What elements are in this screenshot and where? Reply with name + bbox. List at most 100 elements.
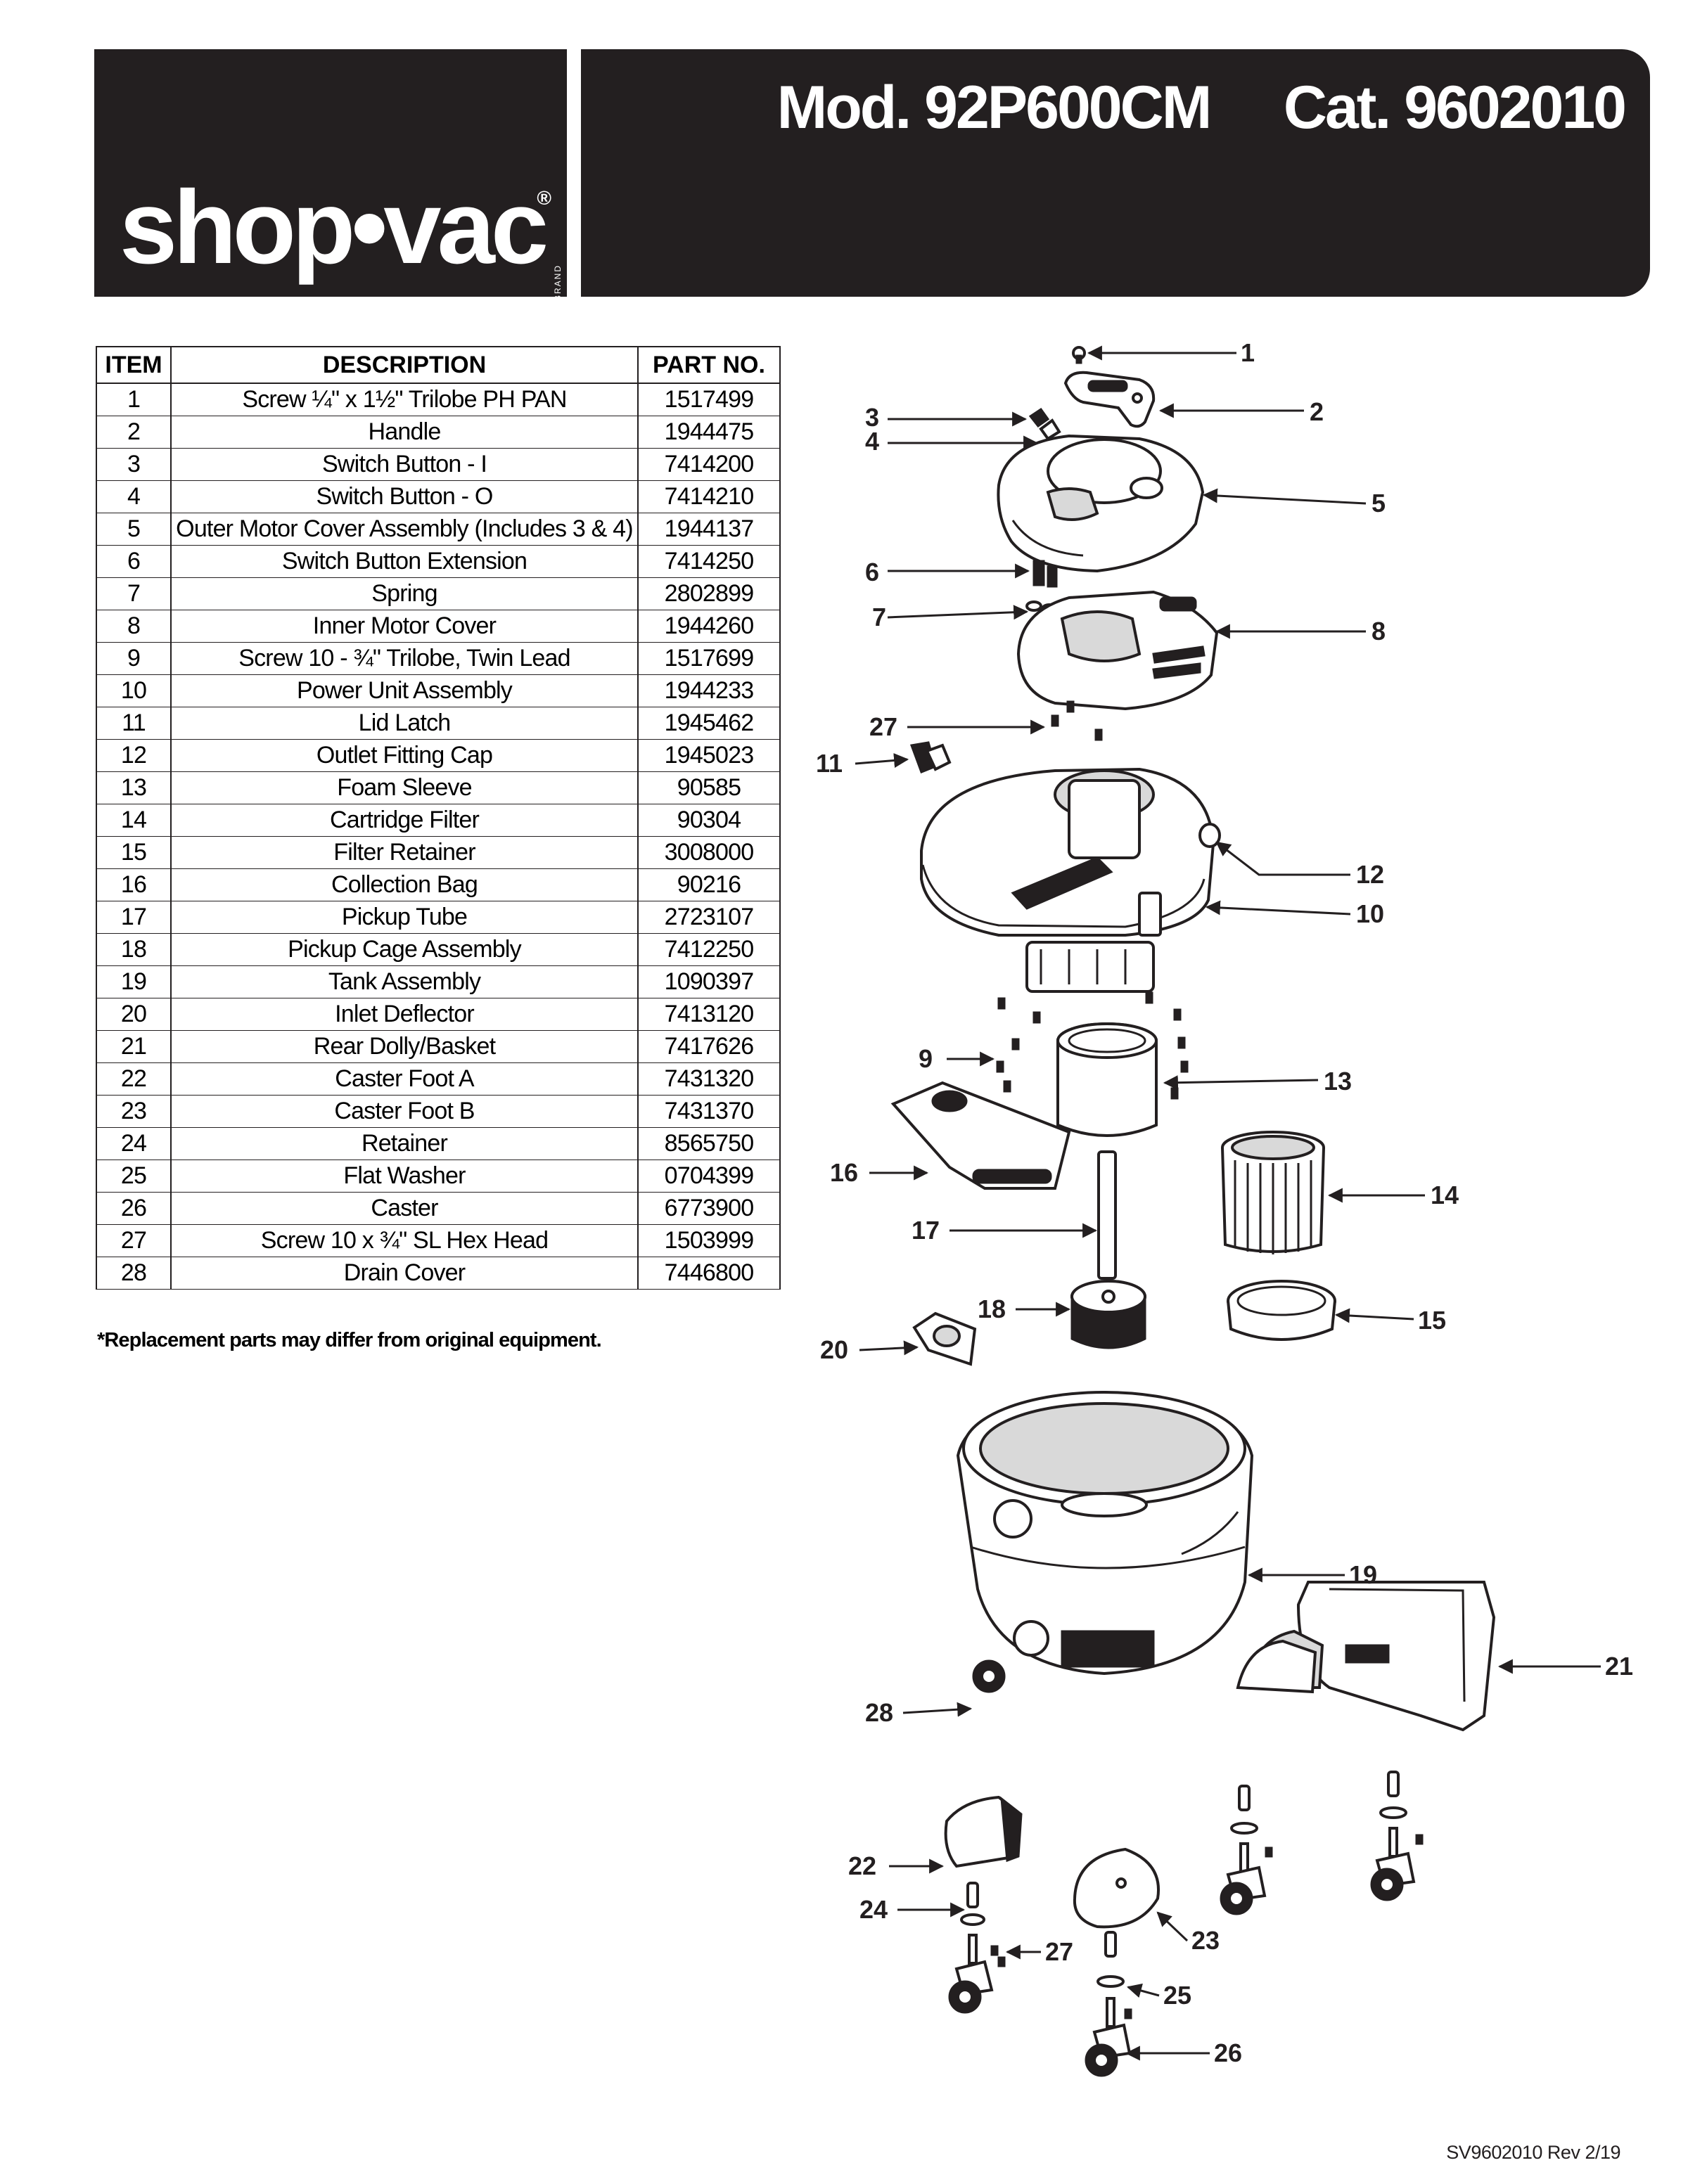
screws-9-drawing <box>996 991 1189 1100</box>
callout-11: 11 <box>816 749 843 778</box>
description-cell: Cartridge Filter <box>170 804 639 837</box>
callout-numbers: 1 2 3 4 5 6 7 8 27 11 12 10 9 13 16 14 1… <box>816 338 1633 2067</box>
callout-4: 4 <box>865 427 879 456</box>
callout-19: 19 <box>1349 1560 1377 1589</box>
caster-foot-b-drawing <box>1073 1847 1160 1929</box>
callout-10: 10 <box>1356 899 1384 928</box>
revision-code: SV9602010 Rev 2/19 <box>1446 2142 1620 2163</box>
callout-27-bottom: 27 <box>1045 1937 1073 1966</box>
callout-3: 3 <box>865 403 879 432</box>
description-cell: Filter Retainer <box>170 836 639 869</box>
screws-27-top-drawing <box>1051 700 1103 741</box>
callout-15: 15 <box>1418 1306 1446 1335</box>
part-number-cell: 1945023 <box>637 739 781 772</box>
pickup-cage-drawing <box>1070 1280 1146 1349</box>
item-cell: 6 <box>96 545 172 578</box>
item-cell: 10 <box>96 674 172 707</box>
callout-25: 25 <box>1163 1981 1191 2010</box>
column-header-part-no: PART NO. <box>637 346 781 384</box>
item-cell: 17 <box>96 901 172 934</box>
callout-1: 1 <box>1241 338 1255 367</box>
table-header-row: ITEM DESCRIPTION PART NO. <box>96 346 781 384</box>
item-cell: 9 <box>96 642 172 675</box>
item-cell: 11 <box>96 707 172 740</box>
item-cell: 5 <box>96 513 172 546</box>
registered-mark: ® <box>537 187 551 209</box>
inlet-deflector-drawing <box>912 1311 977 1366</box>
item-cell: 26 <box>96 1192 172 1225</box>
brand-logo: shop•vac ® BRAND <box>94 49 567 301</box>
item-cell: 25 <box>96 1160 172 1193</box>
item-cell: 14 <box>96 804 172 837</box>
callout-16: 16 <box>830 1158 858 1187</box>
model-catalog-title: Mod. 92P600CM Cat. 9602010 <box>776 74 1627 141</box>
callout-21: 21 <box>1605 1652 1633 1681</box>
switch-buttons-drawing <box>1028 407 1061 441</box>
part-number-cell: 7414200 <box>637 448 781 481</box>
item-cell: 21 <box>96 1030 172 1063</box>
callout-26: 26 <box>1214 2038 1242 2067</box>
callout-20: 20 <box>820 1335 848 1364</box>
part-number-cell: 1945462 <box>637 707 781 740</box>
item-cell: 4 <box>96 480 172 513</box>
callout-17: 17 <box>912 1216 940 1245</box>
description-cell: Switch Button - O <box>170 480 639 513</box>
description-cell: Switch Button - I <box>170 448 639 481</box>
part-number-cell: 1517499 <box>637 383 781 416</box>
description-cell: Retainer <box>170 1127 639 1160</box>
description-cell: Inlet Deflector <box>170 998 639 1031</box>
foam-sleeve-drawing <box>1056 1022 1158 1137</box>
brand-logo-text: shop•vac <box>119 169 549 285</box>
item-cell: 27 <box>96 1224 172 1257</box>
part-number-cell: 6773900 <box>637 1192 781 1225</box>
callout-5: 5 <box>1372 489 1386 518</box>
callout-14: 14 <box>1431 1181 1459 1209</box>
callout-27-top: 27 <box>869 712 897 741</box>
tank-drawing <box>956 1390 1254 1676</box>
part-number-cell: 7414250 <box>637 545 781 578</box>
description-cell: Outlet Fitting Cap <box>170 739 639 772</box>
callout-12: 12 <box>1356 860 1384 889</box>
item-cell: 7 <box>96 577 172 610</box>
rear-dolly-basket-drawing <box>1236 1581 1496 1732</box>
part-number-cell: 7413120 <box>637 998 781 1031</box>
callout-6: 6 <box>865 558 879 586</box>
item-cell: 15 <box>96 836 172 869</box>
part-number-cell: 0704399 <box>637 1160 781 1193</box>
part-number-cell: 7431370 <box>637 1095 781 1128</box>
part-number-cell: 2802899 <box>637 577 781 610</box>
screw-1-drawing <box>1072 346 1086 364</box>
description-cell: Drain Cover <box>170 1257 639 1290</box>
description-cell: Caster <box>170 1192 639 1225</box>
item-cell: 2 <box>96 416 172 449</box>
inner-motor-cover-drawing <box>1016 590 1219 711</box>
description-cell: Pickup Cage Assembly <box>170 933 639 966</box>
callout-2: 2 <box>1310 397 1324 426</box>
description-cell: Caster Foot A <box>170 1062 639 1096</box>
item-cell: 18 <box>96 933 172 966</box>
caster-left-drawing <box>948 1882 1006 2014</box>
callout-8: 8 <box>1372 617 1386 645</box>
part-number-cell: 90304 <box>637 804 781 837</box>
part-number-cell: 90216 <box>637 868 781 901</box>
power-unit-assembly-drawing <box>920 767 1215 993</box>
handle-drawing <box>1063 371 1156 428</box>
caster-foot-a-drawing <box>944 1795 1023 1868</box>
